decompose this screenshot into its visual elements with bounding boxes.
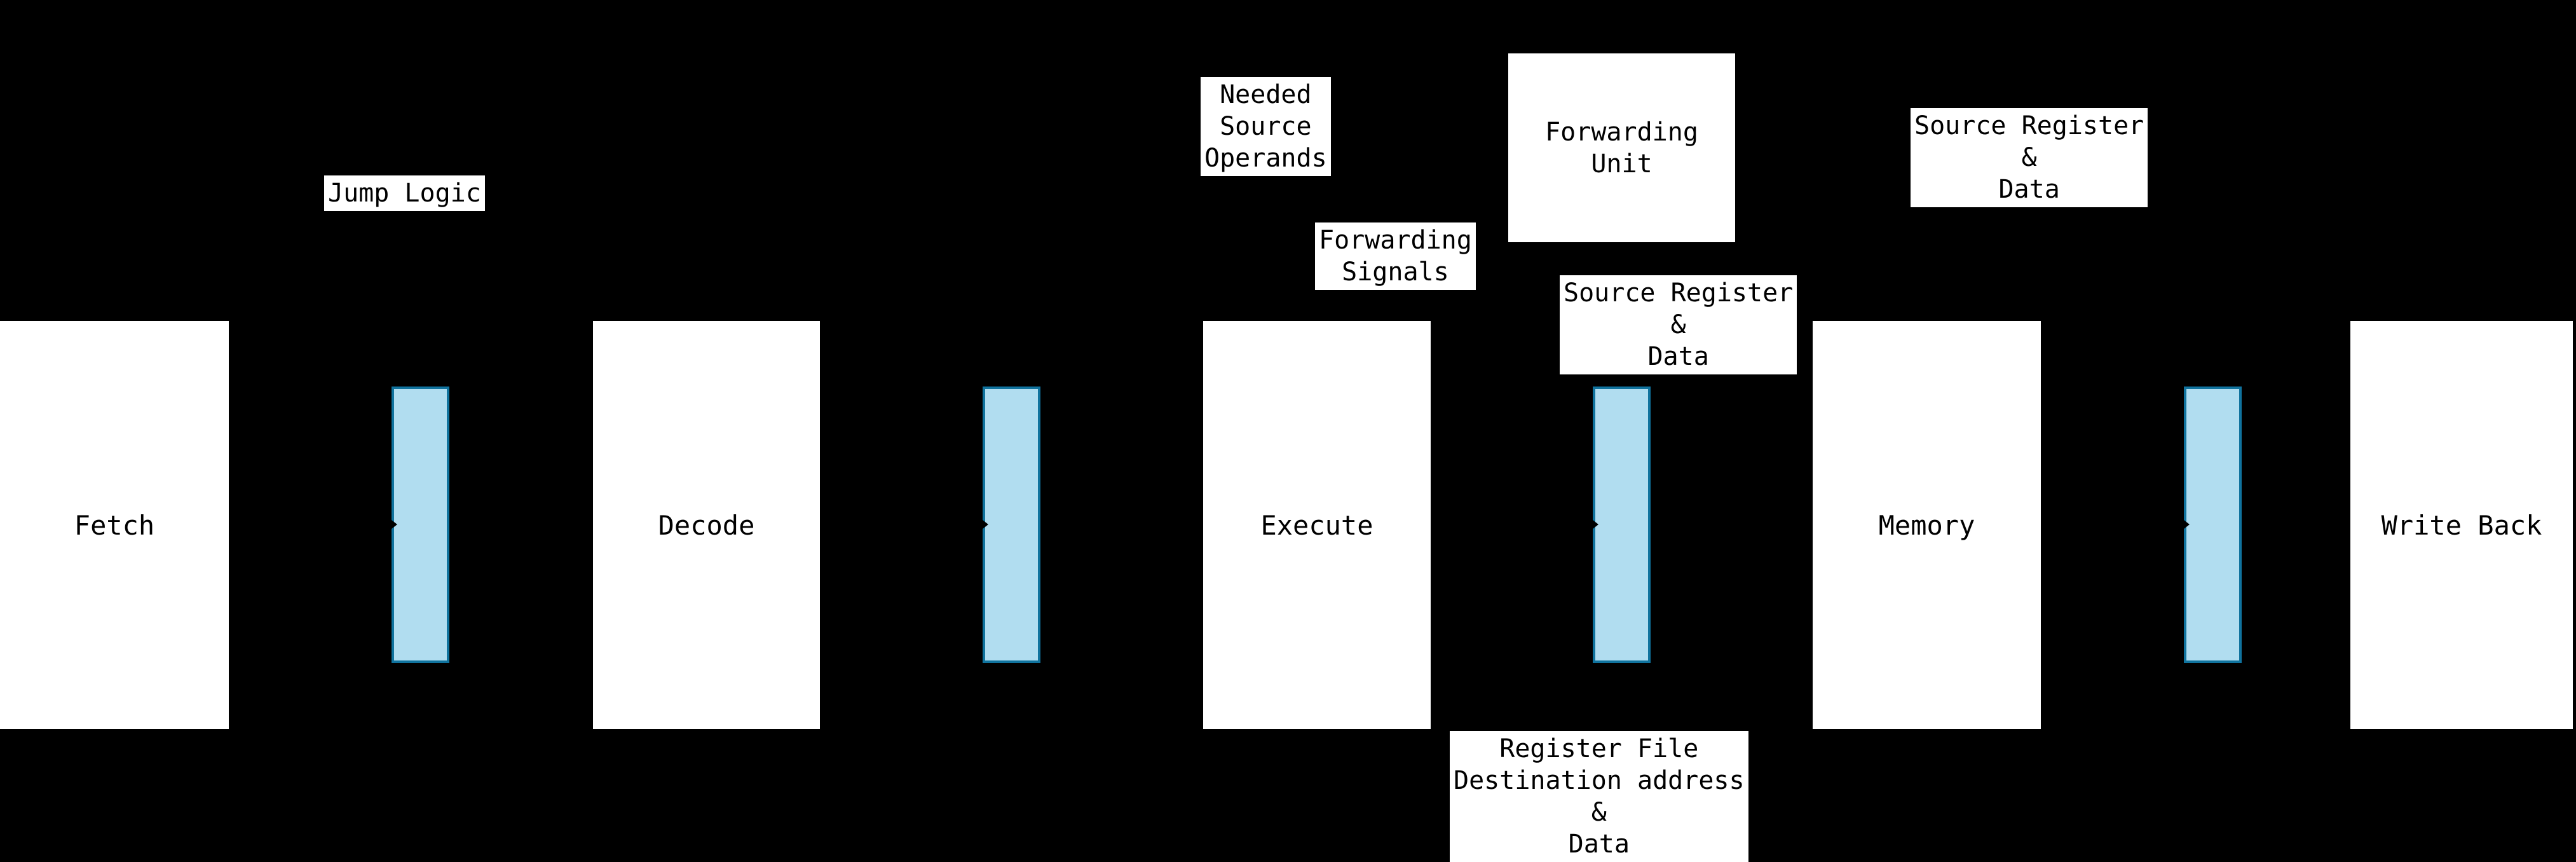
stage-writeback-label: Write Back <box>2381 509 2542 541</box>
label-source-register-data-lower: Source Register & Data <box>1560 275 1797 374</box>
forwarding-unit-label: Forwarding Unit <box>1545 117 1698 179</box>
pipeline-register-2 <box>983 387 1040 663</box>
arrowhead-icon <box>2184 520 2190 529</box>
label-source-register-data-upper: Source Register & Data <box>1911 108 2148 207</box>
stage-decode-box: Decode <box>593 321 820 729</box>
stage-memory-label: Memory <box>1878 509 1975 541</box>
arrowhead-icon <box>392 520 397 529</box>
pipeline-register-3 <box>1593 387 1651 663</box>
stage-writeback-box: Write Back <box>2350 321 2573 729</box>
stage-fetch-label: Fetch <box>74 509 155 541</box>
pipeline-register-1 <box>392 387 449 663</box>
arrowhead-icon <box>983 520 988 529</box>
stage-execute-box: Execute <box>1203 321 1431 729</box>
forwarding-unit-box: Forwarding Unit <box>1508 53 1735 242</box>
stage-fetch-box: Fetch <box>0 321 229 729</box>
label-jump-logic: Jump Logic <box>324 175 485 211</box>
arrowhead-icon <box>1593 520 1598 529</box>
label-needed-source-operands: Needed Source Operands <box>1201 77 1331 176</box>
pipeline-register-4 <box>2184 387 2242 663</box>
stage-execute-label: Execute <box>1260 509 1373 541</box>
stage-memory-box: Memory <box>1813 321 2041 729</box>
label-forwarding-signals: Forwarding Signals <box>1315 222 1476 290</box>
stage-decode-label: Decode <box>658 509 755 541</box>
label-register-file-destination: Register File Destination address & Data <box>1450 731 1748 862</box>
